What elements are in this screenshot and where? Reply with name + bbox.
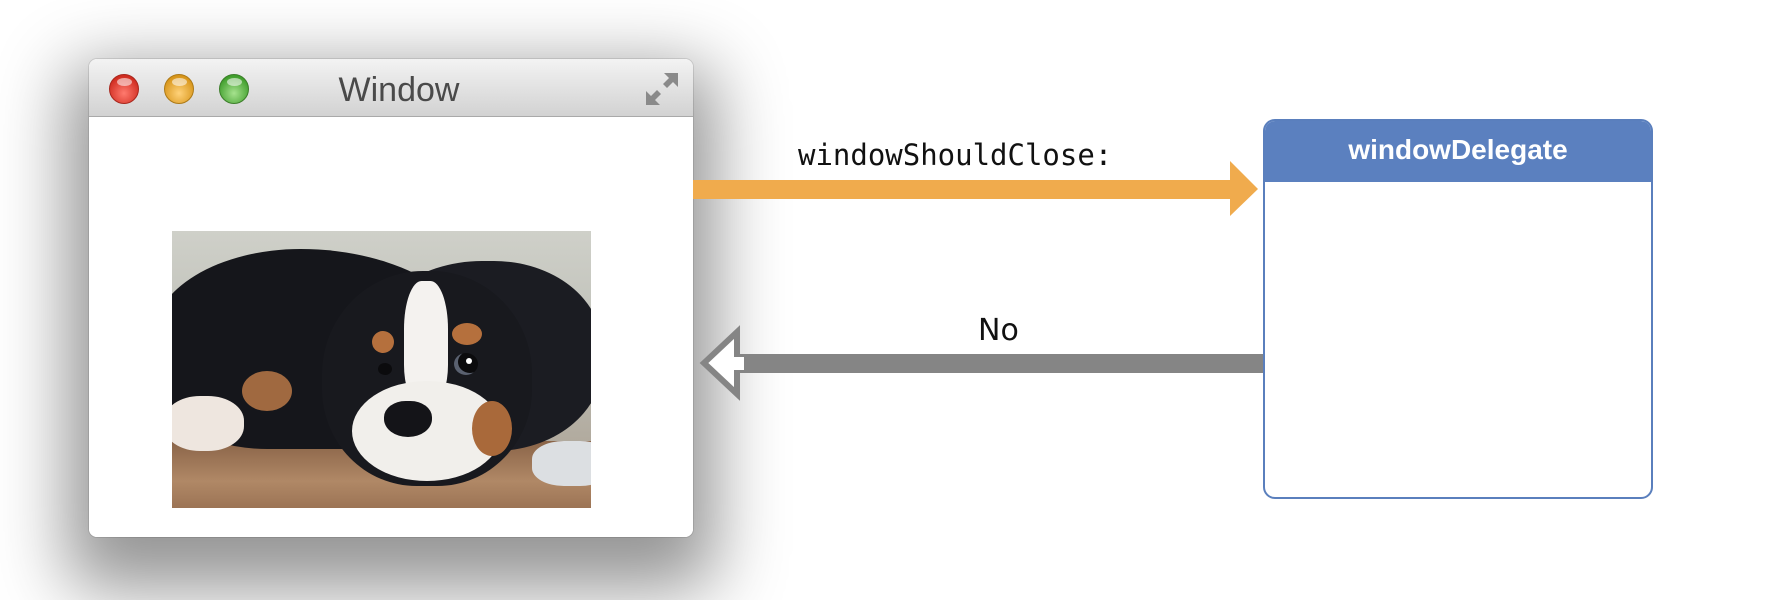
message-label: windowShouldClose: (798, 138, 1113, 172)
window-content (89, 117, 693, 537)
puppy-photo (172, 231, 591, 508)
close-button-icon[interactable] (109, 74, 139, 104)
minimize-button-icon[interactable] (164, 74, 194, 104)
fullscreen-icon[interactable] (642, 69, 682, 109)
reply-label: No (978, 313, 1019, 348)
reply-arrow (699, 325, 1265, 401)
window-titlebar: Window (89, 59, 693, 117)
message-arrow (693, 161, 1258, 216)
zoom-button-icon[interactable] (219, 74, 249, 104)
window-title: Window (338, 71, 460, 109)
window-delegate-box: windowDelegate (1263, 119, 1653, 499)
delegate-title: windowDelegate (1265, 121, 1651, 182)
mac-window: Window (89, 59, 693, 537)
